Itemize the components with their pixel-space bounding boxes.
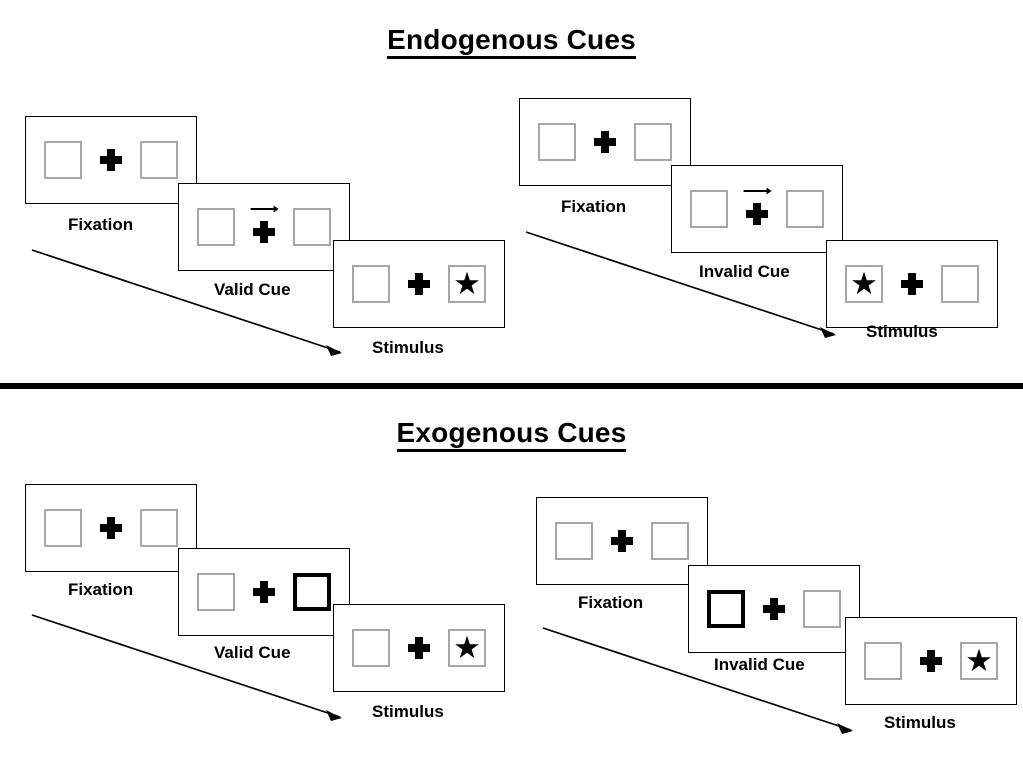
star-icon: ★ <box>850 265 878 301</box>
plus-icon <box>920 650 942 672</box>
plus-icon <box>100 517 122 539</box>
trial-frame-fixation <box>25 116 197 204</box>
plus-icon <box>253 220 275 243</box>
stage-caption-stimulus: Stimulus <box>372 338 444 357</box>
plus-icon <box>763 598 785 620</box>
right-box-target: ★ <box>448 265 486 303</box>
stage-caption-valid-cue: Valid Cue <box>214 643 291 662</box>
left-box-target: ★ <box>845 265 883 303</box>
frame-content <box>538 119 672 165</box>
trial-frame-fixation <box>536 497 708 585</box>
stage-caption-stimulus: Stimulus <box>884 713 956 732</box>
trial-frame-invalid-cue <box>688 565 860 653</box>
left-box <box>44 509 82 547</box>
plus-icon <box>408 637 430 659</box>
right-box <box>293 208 331 246</box>
left-box <box>864 642 902 680</box>
section-title-exogenous-text: Exogenous Cues <box>396 417 627 452</box>
left-box <box>555 522 593 560</box>
trial-frame-valid-cue <box>178 183 350 271</box>
left-box <box>690 190 728 228</box>
trial-frame-stimulus: ★ <box>333 240 505 328</box>
fixation-centre <box>94 137 128 183</box>
left-box <box>44 141 82 179</box>
trial-frame-stimulus: ★ <box>826 240 998 328</box>
stage-caption-invalid-cue: Invalid Cue <box>714 655 805 674</box>
trial-frame-stimulus: ★ <box>845 617 1017 705</box>
right-box <box>634 123 672 161</box>
right-box <box>651 522 689 560</box>
stage-caption-valid-cue: Valid Cue <box>214 280 291 299</box>
left-box <box>197 208 235 246</box>
right-box-target: ★ <box>960 642 998 680</box>
cue-centre <box>740 186 774 232</box>
section-title-endogenous-text: Endogenous Cues <box>387 24 636 59</box>
frame-content <box>690 186 824 232</box>
plus-icon <box>100 149 122 171</box>
star-icon: ★ <box>453 265 481 301</box>
stage-caption-stimulus: Stimulus <box>372 702 444 721</box>
left-box <box>538 123 576 161</box>
stage-caption-invalid-cue: Invalid Cue <box>699 262 790 281</box>
star-icon: ★ <box>453 629 481 665</box>
right-box-cued <box>293 573 331 611</box>
left-box <box>352 629 390 667</box>
right-box <box>140 141 178 179</box>
fixation-centre <box>605 518 639 564</box>
section-title-endogenous: Endogenous Cues <box>0 24 1023 59</box>
frame-content <box>44 505 178 551</box>
right-box <box>803 590 841 628</box>
frame-content: ★ <box>352 261 486 307</box>
section-title-exogenous: Exogenous Cues <box>0 417 1023 452</box>
left-box <box>197 573 235 611</box>
trial-frame-stimulus: ★ <box>333 604 505 692</box>
fixation-centre <box>914 638 948 684</box>
trial-frame-invalid-cue <box>671 165 843 253</box>
frame-content: ★ <box>864 638 998 684</box>
frame-content: ★ <box>845 261 979 307</box>
frame-content: ★ <box>352 625 486 671</box>
trial-frame-valid-cue <box>178 548 350 636</box>
plus-icon <box>611 530 633 552</box>
trial-frame-fixation <box>25 484 197 572</box>
stage-caption-fixation: Fixation <box>68 580 134 599</box>
right-box-target: ★ <box>448 629 486 667</box>
cue-centre <box>247 204 281 250</box>
plus-icon <box>253 581 275 603</box>
frame-content <box>707 586 841 632</box>
fixation-centre <box>588 119 622 165</box>
stage-caption-fixation: Fixation <box>561 197 627 216</box>
stage-caption-stimulus: Stimulus <box>866 322 938 341</box>
trial-frame-fixation <box>519 98 691 186</box>
left-box <box>352 265 390 303</box>
fixation-centre <box>402 625 436 671</box>
plus-icon <box>408 273 430 295</box>
plus-icon <box>746 202 768 225</box>
stage-caption-fixation: Fixation <box>68 215 134 234</box>
frame-content <box>197 204 331 250</box>
right-box <box>941 265 979 303</box>
fixation-centre <box>94 505 128 551</box>
section-divider <box>0 383 1023 389</box>
star-icon: ★ <box>965 642 993 678</box>
right-box <box>786 190 824 228</box>
fixation-centre <box>895 261 929 307</box>
left-box-cued <box>707 590 745 628</box>
right-box <box>140 509 178 547</box>
frame-content <box>44 137 178 183</box>
fixation-centre <box>402 261 436 307</box>
arrow-right-icon <box>743 186 773 197</box>
fixation-centre <box>247 569 281 615</box>
fixation-centre <box>757 586 791 632</box>
plus-icon <box>594 131 616 153</box>
stage-caption-fixation: Fixation <box>578 593 644 612</box>
frame-content <box>555 518 689 564</box>
frame-content <box>197 569 331 615</box>
plus-icon <box>901 273 923 295</box>
arrow-right-icon <box>250 204 280 215</box>
